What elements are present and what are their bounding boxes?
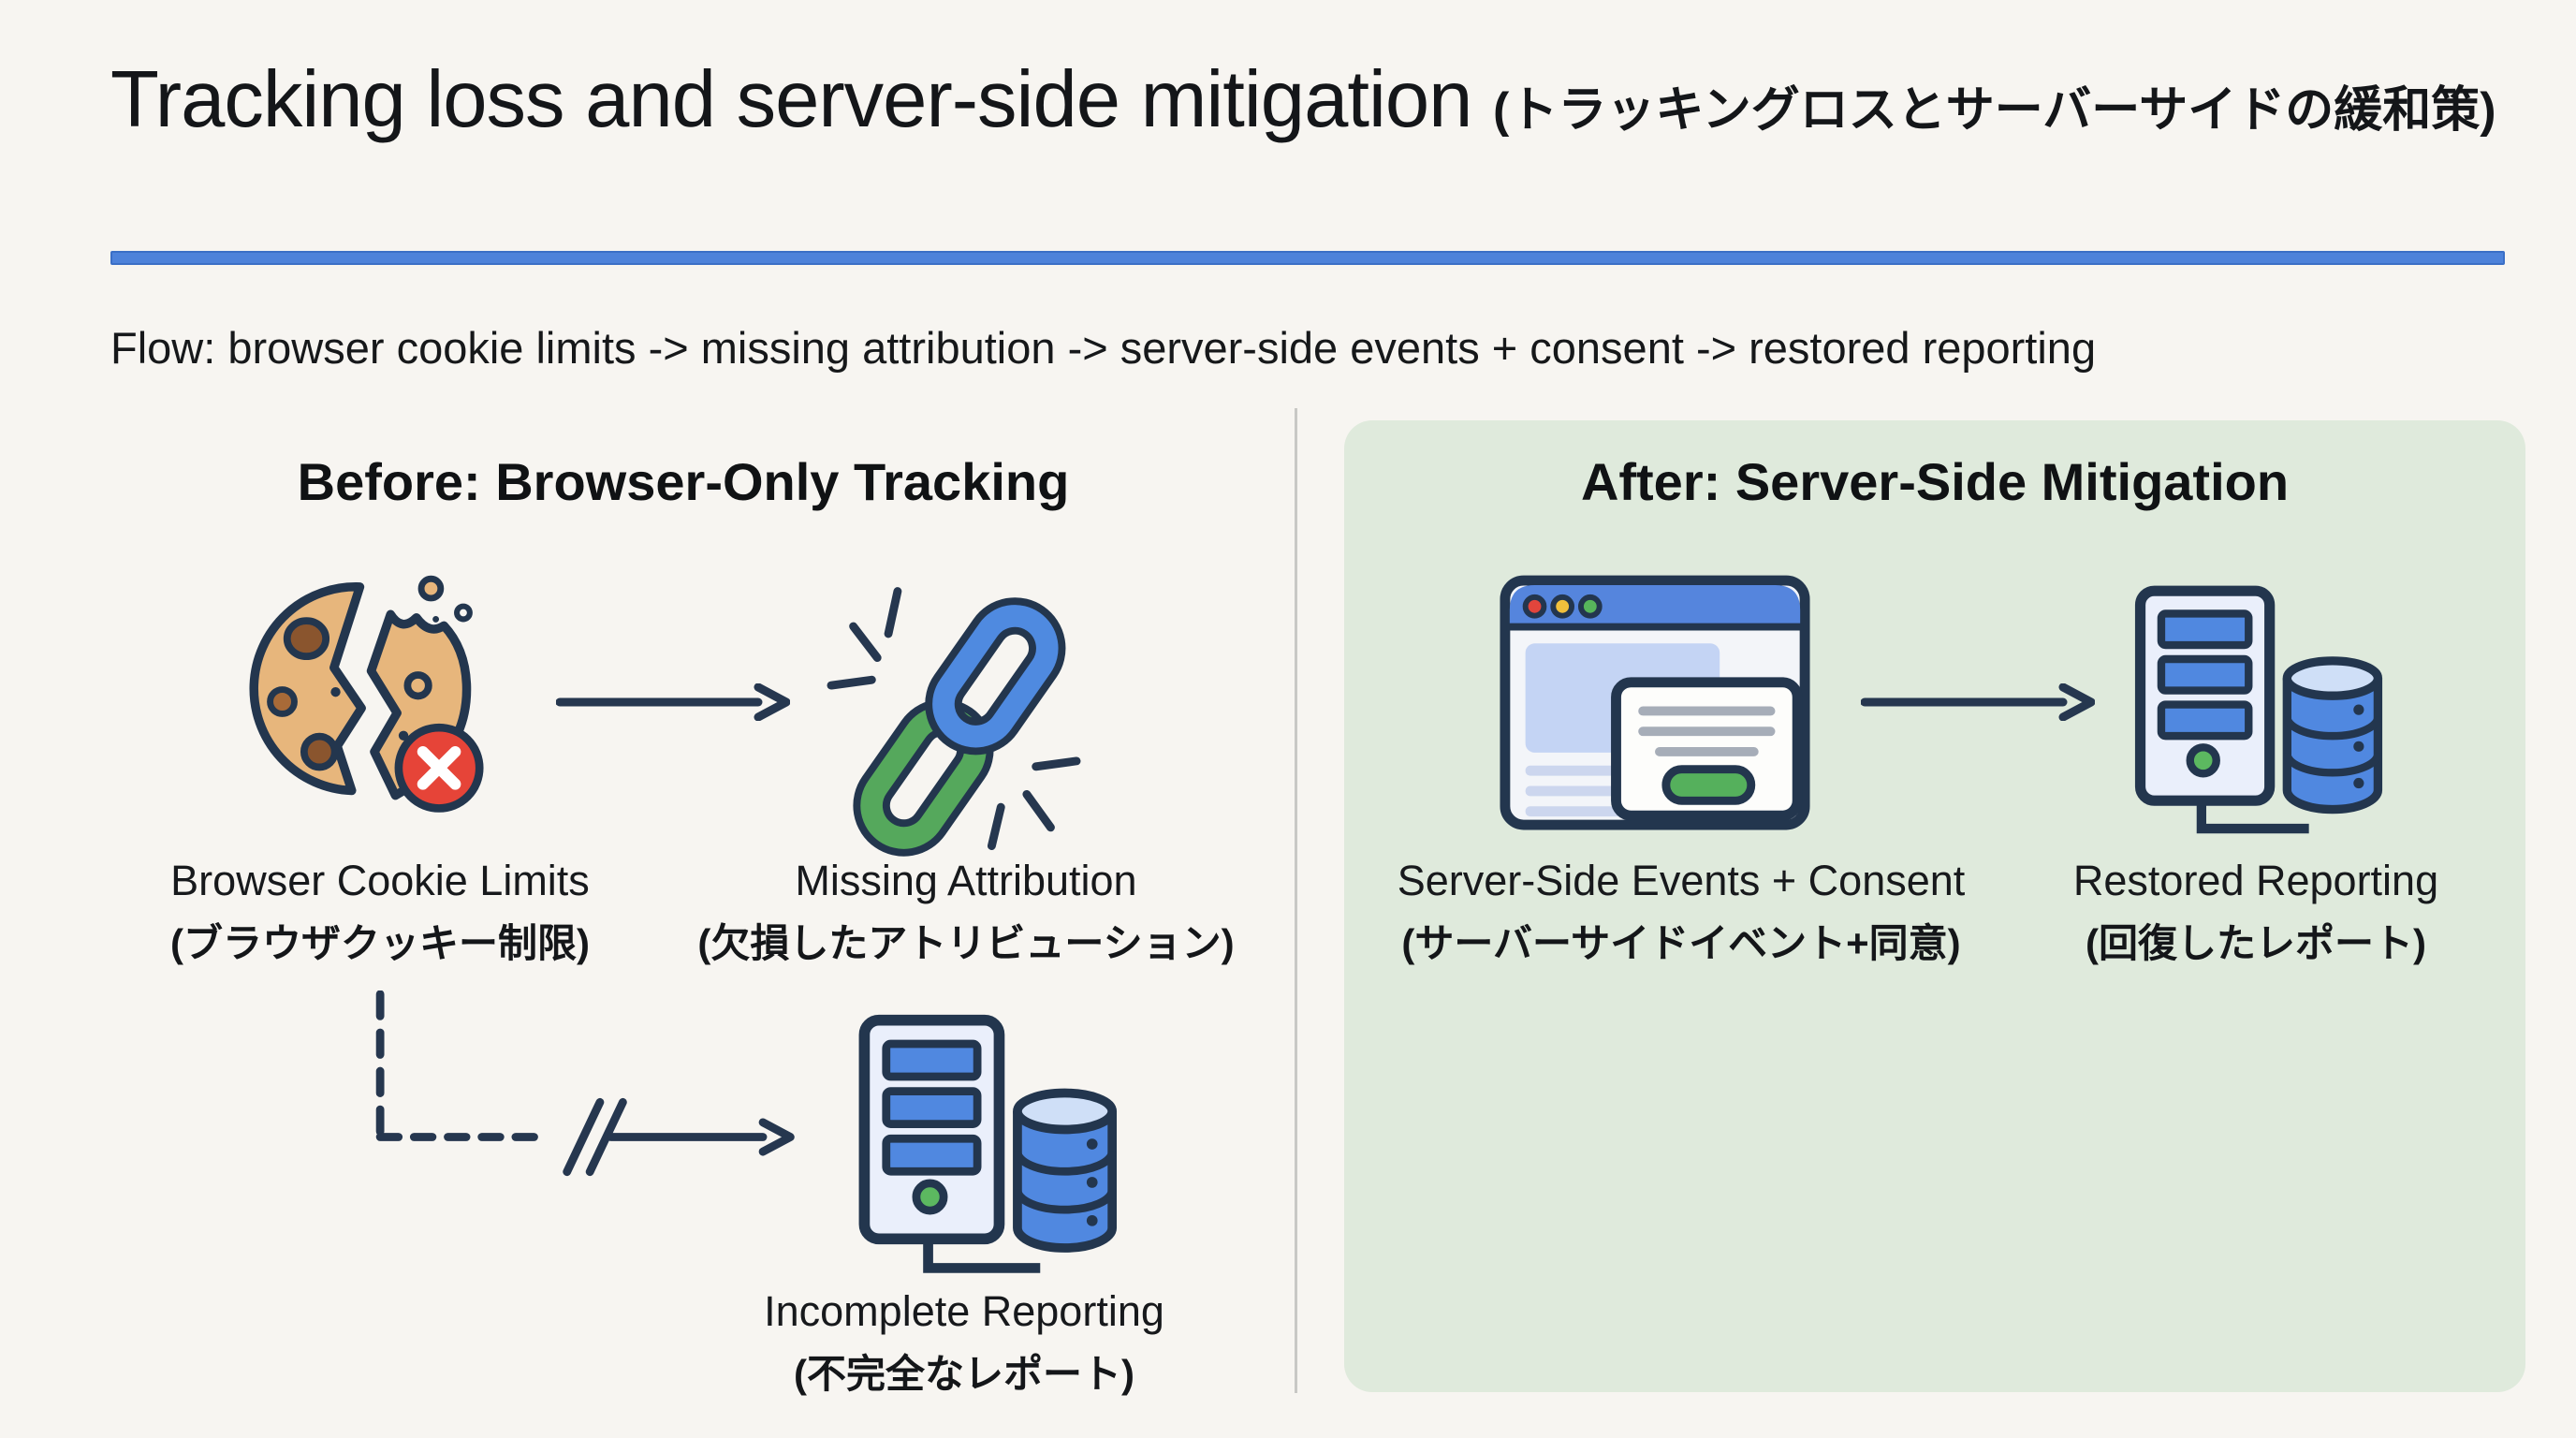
broken-cookie-icon	[249, 575, 484, 813]
broken-chain-icon	[827, 587, 1081, 857]
label-browser-cookie-limits: Browser Cookie Limits (ブラウザクッキー制限)	[170, 857, 590, 965]
panel-divider	[1295, 408, 1297, 1393]
server-database-icon	[858, 1014, 1118, 1273]
before-panel-heading: Before: Browser-Only Tracking	[297, 452, 1070, 511]
cookie-left-piece	[249, 582, 366, 796]
traffic-dot-green	[1577, 594, 1603, 619]
consent-accept-button	[1661, 765, 1756, 805]
power-led	[2186, 743, 2220, 778]
label-missing-attribution: Missing Attribution (欠損したアトリビューション)	[697, 857, 1235, 965]
broken-flow-arrow	[375, 990, 795, 1177]
label-server-side-events-consent: Server-Side Events + Consent (サーバーサイドイベン…	[1397, 857, 1966, 965]
flow-summary-text: Flow: browser cookie limits -> missing a…	[110, 323, 2097, 373]
consent-dialog	[1611, 677, 1803, 821]
server-database-icon	[2134, 585, 2383, 834]
page-title-en: Tracking loss and server-side mitigation	[110, 55, 1472, 144]
break-slashes	[563, 1097, 627, 1177]
after-panel-heading: After: Server-Side Mitigation	[1580, 452, 2290, 511]
page-title-jp: (トラッキングロスとサーバーサイドの緩和策)	[1493, 83, 2496, 138]
power-led	[912, 1179, 948, 1215]
flow-arrow-after	[1861, 683, 2095, 721]
traffic-dot-yellow	[1550, 594, 1575, 619]
crumb	[417, 575, 445, 602]
blue-link	[925, 597, 1066, 756]
page-title: Tracking loss and server-side mitigation…	[110, 54, 2507, 146]
database-cylinder	[1013, 1088, 1118, 1253]
error-x-badge	[394, 723, 484, 813]
browser-consent-icon	[1500, 575, 1810, 830]
crumb	[432, 615, 440, 623]
traffic-dot-red	[1522, 594, 1547, 619]
database-cylinder	[2282, 656, 2383, 814]
flow-arrow-before	[556, 683, 790, 721]
label-restored-reporting: Restored Reporting (回復したレポート)	[2072, 857, 2439, 965]
title-divider-rule	[110, 251, 2505, 265]
crumb	[454, 603, 473, 623]
snap-sparks	[827, 587, 1081, 850]
label-incomplete-reporting: Incomplete Reporting (不完全なレポート)	[764, 1287, 1164, 1396]
